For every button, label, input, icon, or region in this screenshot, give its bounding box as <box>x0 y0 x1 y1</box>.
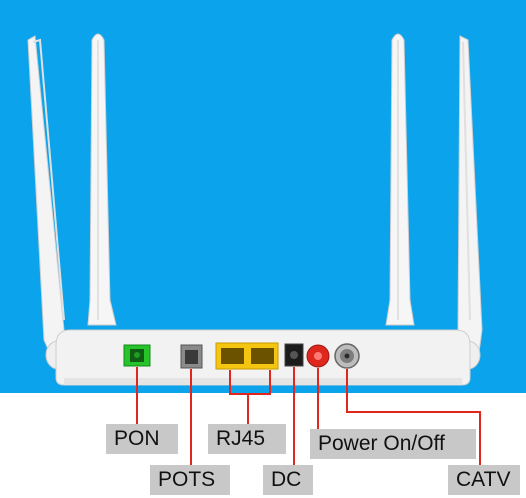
catv-label: CATV <box>448 465 520 495</box>
dc-jack-icon <box>284 343 304 367</box>
pon-port-icon <box>123 344 151 367</box>
pon-label: PON <box>106 424 178 454</box>
pots-label: POTS <box>150 465 230 495</box>
callout-line-catv <box>346 369 481 465</box>
power-button-icon <box>306 344 330 368</box>
catv-connector-icon <box>334 343 360 369</box>
power-label: Power On/Off <box>310 429 476 459</box>
rj45-port-icon <box>215 342 279 370</box>
rj45-label: RJ45 <box>208 424 286 454</box>
callout-line-rj45-bracket <box>229 370 271 395</box>
antenna-right-inner <box>385 33 415 326</box>
router-base-edge <box>64 378 462 385</box>
pots-port-icon <box>180 344 203 369</box>
antenna-left-inner <box>87 33 117 326</box>
dc-label: DC <box>263 465 313 495</box>
blue-background <box>0 0 526 393</box>
